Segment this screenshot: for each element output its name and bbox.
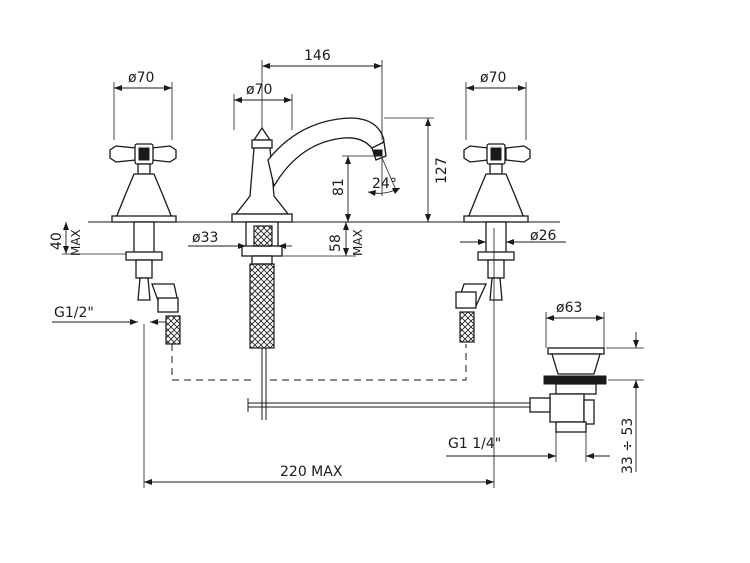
- label-deck-center: 58: [328, 234, 344, 252]
- label-deck-left-suffix: MAX: [69, 229, 83, 256]
- dim-deck-left: 40 MAX: [49, 222, 126, 256]
- dim-waste-diameter: ø63: [545, 300, 605, 348]
- label-spout-height: 81: [331, 178, 347, 196]
- dim-spout-base: ø70: [233, 82, 293, 130]
- label-spout-reach: 146: [304, 48, 331, 64]
- label-deck-center-suffix: MAX: [351, 229, 365, 256]
- hose-routes: [171, 344, 467, 381]
- dim-hole-center: ø33: [188, 230, 292, 249]
- dim-inlet-thread: G1/2": [52, 305, 166, 325]
- popup-waste: [529, 347, 607, 433]
- left-cross-handle: [109, 143, 181, 345]
- label-swivel-angle: 24°: [372, 176, 397, 192]
- dim-waste-thread: G1 1/4": [446, 432, 610, 462]
- dim-handle-right: ø70: [465, 70, 527, 140]
- center-spout: [231, 117, 387, 420]
- label-handle-left-diameter: ø70: [128, 70, 154, 86]
- dim-spout-height: 81: [331, 155, 380, 222]
- dim-waste-height: 33 ÷ 53: [606, 332, 644, 474]
- label-overall-height: 127: [434, 157, 450, 184]
- label-spout-base-diameter: ø70: [246, 82, 272, 98]
- dim-overall-height: 127: [384, 117, 450, 223]
- right-cross-handle: [455, 143, 531, 343]
- label-deck-left: 40: [49, 232, 65, 250]
- dim-handle-left: ø70: [113, 70, 173, 140]
- label-waste-thread: G1 1/4": [448, 436, 501, 452]
- label-hole-right: ø26: [530, 228, 556, 244]
- label-hole-center: ø33: [192, 230, 218, 246]
- popup-rod: [247, 398, 530, 412]
- dim-deck-center: 58 MAX: [282, 222, 365, 257]
- label-waste-height: 33 ÷ 53: [620, 418, 636, 474]
- label-center-spacing: 220 MAX: [280, 464, 343, 480]
- label-inlet-thread: G1/2": [54, 305, 94, 321]
- dim-swivel-angle: 24°: [367, 157, 401, 196]
- dim-hole-right: ø26: [460, 228, 566, 245]
- label-handle-right-diameter: ø70: [480, 70, 506, 86]
- dim-spout-reach: 146: [261, 48, 383, 140]
- dim-center-spacing: 220 MAX: [143, 228, 495, 488]
- label-waste-diameter: ø63: [556, 300, 582, 316]
